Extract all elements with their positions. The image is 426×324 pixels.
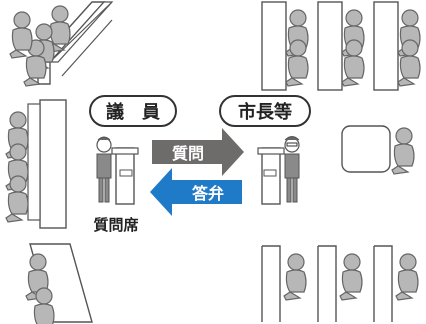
question-label: 質問 bbox=[172, 144, 204, 163]
left-seats bbox=[5, 99, 67, 229]
bottom-left-seats bbox=[25, 243, 93, 324]
question-seat-caption: 質問席 bbox=[93, 216, 138, 234]
councilor-label-box: 議 員 bbox=[89, 95, 177, 127]
mayor-label-box: 市長等 bbox=[219, 95, 311, 127]
mayor-figure bbox=[257, 136, 300, 205]
top-left-seats bbox=[9, 1, 114, 87]
answer-label: 答弁 bbox=[192, 184, 224, 203]
councilor-figure bbox=[96, 136, 139, 205]
question-arrow: 質問 bbox=[152, 128, 244, 176]
councilor-label: 議 員 bbox=[106, 101, 160, 123]
right-speaker-seat bbox=[341, 125, 415, 175]
answer-arrow: 答弁 bbox=[150, 168, 242, 216]
bottom-right-seats bbox=[261, 245, 419, 322]
mayor-label: 市長等 bbox=[238, 101, 292, 123]
top-right-seats bbox=[261, 1, 421, 91]
